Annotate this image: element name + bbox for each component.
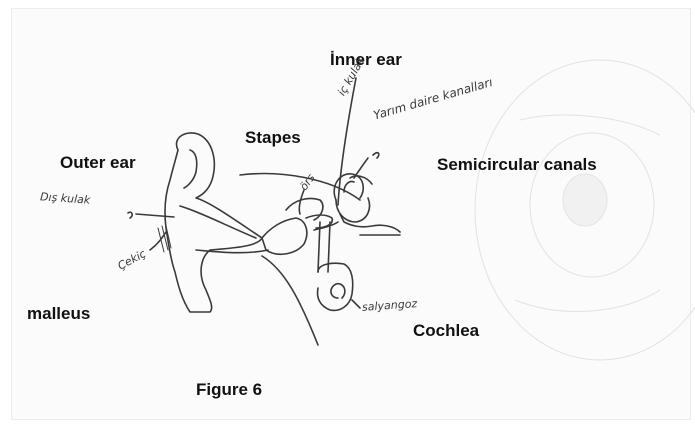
pointer-outer-ear: [128, 212, 174, 218]
ear-canal-line: [180, 206, 256, 238]
cochlea-spiral: [331, 284, 345, 298]
label-semicircular-canals: Semicircular canals: [437, 156, 597, 173]
vestibule: [336, 198, 370, 222]
label-cochlea: Cochlea: [413, 322, 479, 339]
pointer-inner-ear: [338, 78, 356, 205]
label-malleus: malleus: [27, 305, 90, 322]
pointer-ors: [299, 190, 304, 214]
pointer-semicircular: [354, 153, 379, 178]
pinna-outline: [165, 133, 262, 312]
faint-eye-sketch: [475, 60, 695, 360]
incus-shape: [286, 198, 323, 220]
figure-caption: Figure 6: [196, 381, 262, 398]
hand-label-dis-kulak: Dış kulak: [40, 191, 91, 205]
pointer-cekic: [150, 232, 166, 250]
label-inner-ear: İnner ear: [330, 51, 402, 68]
label-stapes: Stapes: [245, 129, 301, 146]
skull-line-lower: [262, 256, 318, 345]
cochlea-shape: [318, 263, 353, 310]
pinna-inner-fold: [184, 150, 197, 188]
malleus-shape: [262, 218, 307, 254]
label-outer-ear: Outer ear: [60, 154, 136, 171]
